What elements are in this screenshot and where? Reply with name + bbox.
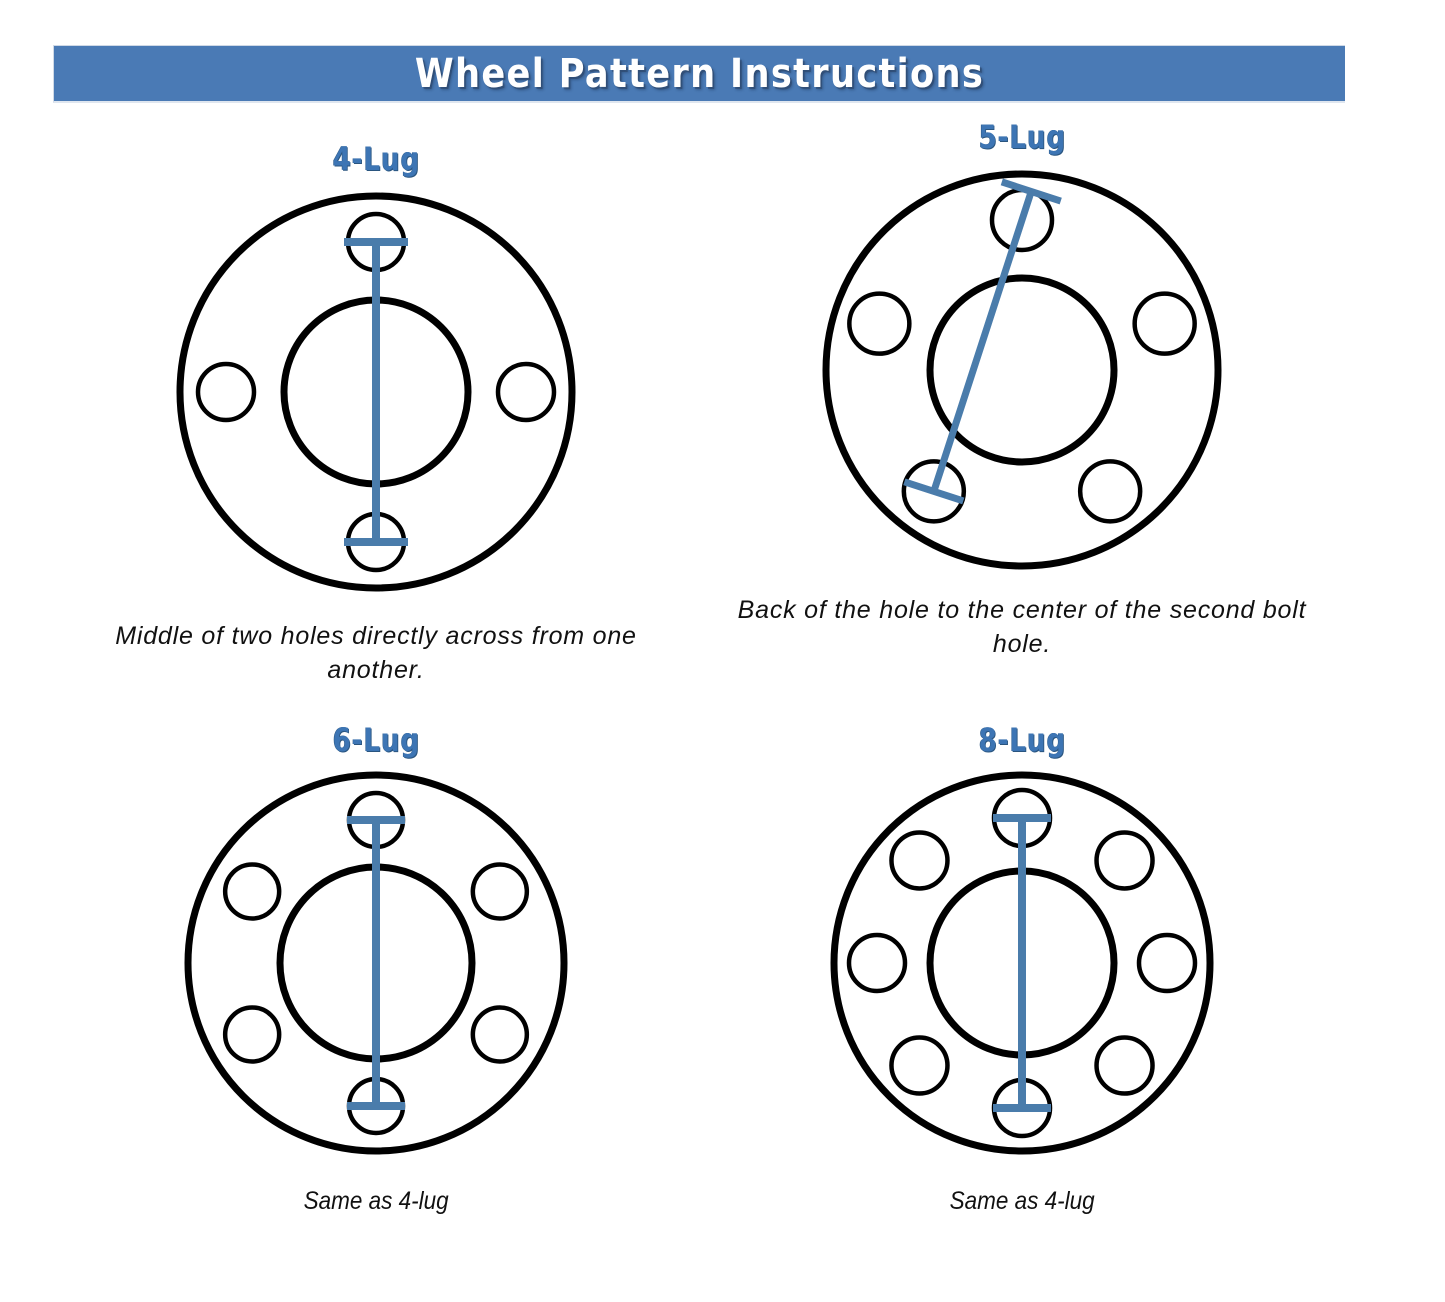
panel-eight-lug: 8-Lug Same as 4-lug <box>699 705 1345 1290</box>
measurement-line <box>930 190 1035 493</box>
bolt-hole <box>222 1005 282 1064</box>
measurement-cap-start <box>1000 178 1062 205</box>
bolt-hole <box>1136 932 1198 994</box>
caption-4-lug: Middle of two holes directly across from… <box>115 622 637 684</box>
lug-label-6: 6-Lug <box>332 721 420 759</box>
wheel-diagram-6-lug <box>176 763 576 1163</box>
lug-label-8: 8-Lug <box>978 721 1066 759</box>
outer-rim-circle <box>830 771 1214 1155</box>
measurement-indicator <box>993 814 1051 1112</box>
outer-rim-circle <box>822 170 1222 570</box>
measurement-cap-end <box>903 478 965 505</box>
wheel-diagram-8-lug <box>822 763 1222 1163</box>
wheel-face-six-lug <box>184 771 568 1155</box>
bolt-hole <box>1132 291 1197 356</box>
panel-four-lug: 4-Lug Middle of two holes directly acros… <box>53 120 699 705</box>
bolt-hole <box>1094 830 1155 891</box>
wheel-face-eight-lug <box>830 771 1214 1155</box>
lug-label-4: 4-Lug <box>332 140 420 178</box>
wheel-pattern-grid: 4-Lug Middle of two holes directly acros… <box>53 118 1345 1290</box>
bolt-hole <box>195 361 257 423</box>
bolt-hole <box>1077 459 1143 524</box>
bolt-hole <box>470 1005 530 1064</box>
measurement-indicator <box>344 238 408 546</box>
wheel-face-five-lug <box>822 170 1222 570</box>
center-hub-circle <box>926 274 1118 466</box>
panel-five-lug: 5-Lug Back of the hole to the center of … <box>699 118 1345 705</box>
wheel-face-four-lug <box>176 192 576 592</box>
panel-six-lug: 6-Lug Same as 4-lug <box>53 705 699 1290</box>
page-title: Wheel Pattern Instructions <box>414 50 985 97</box>
caption-6-lug: Same as 4-lug <box>303 1187 449 1215</box>
bolt-hole <box>1094 1035 1155 1096</box>
header-banner: Wheel Pattern Instructions <box>53 45 1345 103</box>
bolt-hole <box>470 862 530 921</box>
measurement-indicator <box>347 816 405 1110</box>
caption-5-lug: Back of the hole to the center of the se… <box>737 596 1307 658</box>
bolt-hole <box>889 830 950 891</box>
bolt-hole <box>495 361 557 423</box>
wheel-diagram-5-lug <box>812 160 1232 580</box>
caption-8-lug: Same as 4-lug <box>949 1187 1095 1215</box>
measurement-indicator <box>903 178 1062 505</box>
bolt-hole <box>222 862 282 921</box>
outer-rim-circle <box>176 192 576 592</box>
outer-rim-circle <box>184 771 568 1155</box>
wheel-diagram-4-lug <box>166 182 586 602</box>
bolt-hole <box>846 932 908 994</box>
bolt-hole <box>847 291 912 356</box>
lug-label-5: 5-Lug <box>978 118 1066 156</box>
bolt-hole <box>889 1035 950 1096</box>
